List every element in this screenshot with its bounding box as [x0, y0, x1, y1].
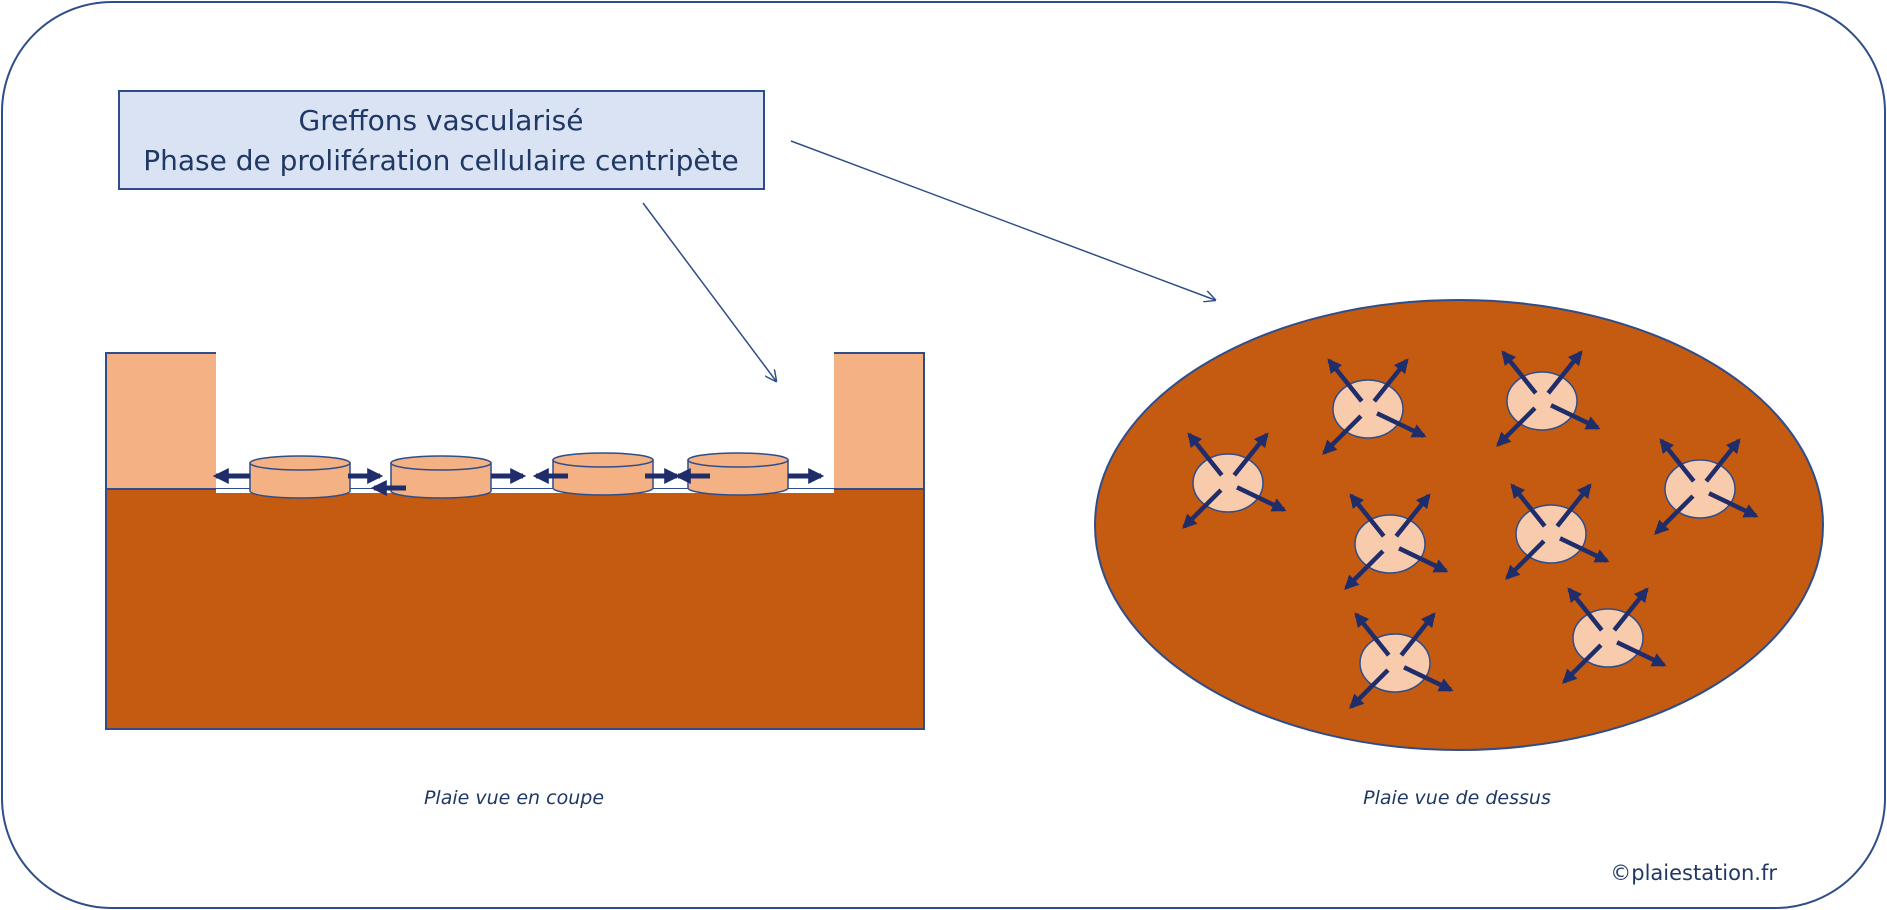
connector-arrow-top [790, 140, 1215, 300]
radiating-arrow [1505, 539, 1546, 580]
graft-cylinder [552, 452, 654, 496]
radiating-arrow [1232, 432, 1269, 477]
wound-top-view [1094, 299, 1824, 751]
radiating-arrow [1349, 668, 1390, 709]
radiating-arrow [1344, 549, 1385, 590]
title-box [118, 90, 765, 190]
radiating-arrow [1708, 491, 1759, 518]
title-line-2: Phase de prolifération cellulaire centri… [143, 144, 739, 177]
radiating-arrow [1182, 488, 1223, 529]
radiating-arrow [1555, 483, 1592, 528]
radiating-arrow [1354, 612, 1391, 657]
radiating-arrow [1372, 358, 1409, 403]
graft-cylinder [249, 455, 351, 499]
radiating-arrow [1616, 640, 1667, 667]
radiating-arrow [1704, 438, 1741, 483]
graft-top [1562, 587, 1667, 684]
radiating-arrow [1349, 493, 1386, 538]
graft-top [1182, 432, 1287, 529]
radiating-arrow [1327, 358, 1364, 403]
graft-top [1654, 438, 1759, 535]
radiating-arrow [1501, 350, 1538, 395]
radiating-arrow [1654, 494, 1695, 535]
radiating-arrow [1187, 432, 1224, 477]
radiating-arrow [1612, 587, 1649, 632]
graft-top [1344, 493, 1449, 590]
radiating-arrow [1567, 587, 1604, 632]
radiating-arrow [1510, 483, 1547, 528]
caption-section-view: Plaie vue en coupe [424, 787, 604, 809]
caption-top-view: Plaie vue de dessus [1363, 787, 1551, 809]
radiating-arrow [1496, 406, 1537, 447]
skin-edge-right [834, 353, 924, 489]
radiating-arrow [1562, 643, 1603, 684]
radiating-arrow [1659, 438, 1696, 483]
radiating-arrow [1322, 414, 1363, 455]
radiating-arrow [1399, 612, 1436, 657]
wound-bed [105, 488, 925, 730]
graft-top [1496, 350, 1601, 447]
radiating-arrow [1550, 403, 1601, 430]
graft-cylinder [687, 452, 789, 496]
radiating-arrow [1398, 546, 1449, 573]
skin-edge-left [106, 353, 216, 489]
radiating-arrow [1394, 493, 1431, 538]
graft-top [1322, 358, 1427, 455]
radiating-arrow [1236, 485, 1287, 512]
radiating-arrow [1546, 350, 1583, 395]
wound-section-view [105, 352, 925, 730]
wound-top-ellipse [1094, 299, 1824, 751]
graft-top [1349, 612, 1454, 709]
radiating-arrow [1559, 536, 1610, 563]
graft-top [1505, 483, 1610, 580]
connector-arrow-section [642, 202, 776, 381]
copyright-text: ©plaiestation.fr [1610, 861, 1777, 885]
title-line-1: Greffons vascularisé [299, 104, 584, 137]
radiating-arrow [1376, 411, 1427, 438]
graft-cylinder [390, 455, 492, 499]
radiating-arrow [1403, 665, 1454, 692]
